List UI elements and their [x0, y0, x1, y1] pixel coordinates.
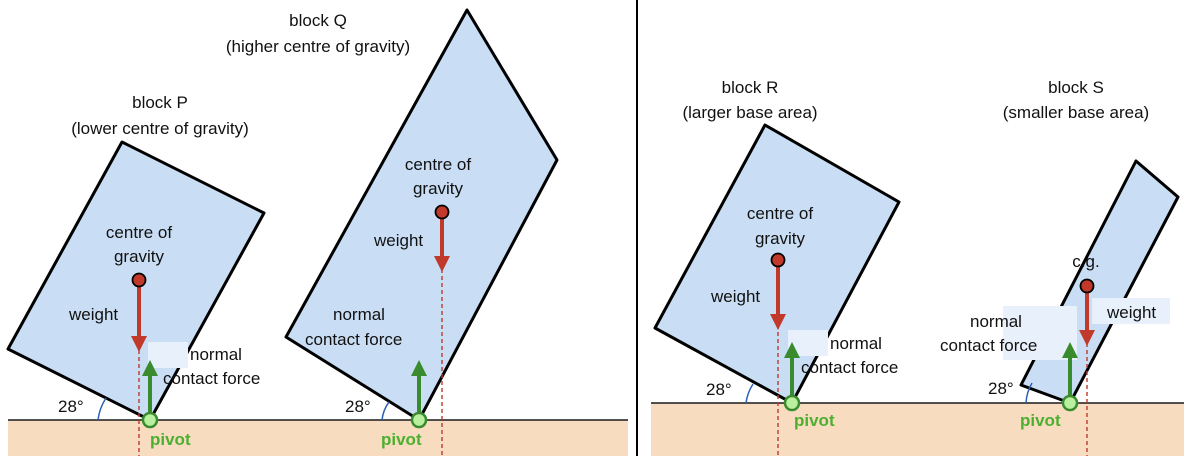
block-q-cg-dot [434, 204, 450, 220]
block-s: 28° pivot block S (smaller base area) c.… [940, 78, 1180, 456]
block-p-pivot-label: pivot [150, 430, 191, 449]
block-p-weight-label: weight [68, 305, 118, 324]
block-r-normal-arrowhead [784, 342, 800, 358]
block-p-cg-dot [131, 272, 147, 288]
block-q-angle-arc [381, 401, 390, 421]
block-r-title: block R [722, 78, 779, 97]
block-q-normal-arrowhead [411, 360, 427, 376]
block-s-normal-box [1003, 306, 1077, 360]
block-q-pivot-dot [410, 411, 428, 429]
block-s-title: block S [1048, 78, 1104, 97]
block-s-normal-arrowhead [1062, 342, 1078, 358]
block-q-subtitle: (higher centre of gravity) [226, 37, 410, 56]
block-r-angle-label: 28° [706, 380, 732, 399]
block-r-weight-label: weight [710, 287, 760, 306]
block-s-normal-label-line2: contact force [940, 336, 1037, 355]
block-s-subtitle: (smaller base area) [1003, 103, 1149, 122]
block-q-angle-label: 28° [345, 397, 371, 416]
block-q-weight-label: weight [373, 231, 423, 250]
block-s-pivot-dot [1061, 394, 1079, 412]
block-p: 28° pivot block P (lower centre of gravi… [6, 93, 266, 456]
block-s-cg-dot [1079, 278, 1095, 294]
block-s-angle-arc [1025, 382, 1033, 404]
block-p-normal-box [148, 342, 188, 368]
block-q-title: block Q [289, 11, 347, 30]
block-s-weight-arrowhead [1079, 330, 1095, 346]
block-r-cg-label-line2: gravity [755, 229, 806, 248]
ground-left [8, 420, 628, 456]
ground-right [651, 403, 1184, 456]
block-p-weight-arrowhead [131, 336, 147, 352]
block-q-body [284, 8, 559, 422]
block-p-title: block P [132, 93, 188, 112]
block-p-subtitle: (lower centre of gravity) [71, 119, 249, 138]
block-p-angle-arc [97, 397, 107, 421]
block-r-angle-arc [745, 383, 754, 404]
block-r-subtitle: (larger base area) [682, 103, 817, 122]
block-r-normal-label-line2: contact force [801, 358, 898, 377]
block-p-normal-arrowhead [142, 360, 158, 376]
block-r-pivot-dot [783, 394, 801, 412]
block-q-normal-label-line2: contact force [305, 330, 402, 349]
block-s-pivot-label: pivot [1020, 411, 1061, 430]
block-q-normal-label-line1: normal [333, 305, 385, 324]
block-s-angle-label: 28° [988, 379, 1014, 398]
block-s-cg-label: c.g. [1072, 252, 1099, 271]
block-r-pivot-label: pivot [794, 411, 835, 430]
block-s-body [1019, 159, 1180, 405]
block-r-normal-label-line1: normal [830, 334, 882, 353]
block-q: 28° pivot block Q (higher centre of grav… [226, 8, 559, 456]
block-r-cg-label-line1: centre of [747, 204, 813, 223]
block-q-cg-label-line2: gravity [413, 179, 464, 198]
block-p-normal-label-line2: contact force [163, 369, 260, 388]
block-p-normal-label-line1: normal [190, 345, 242, 364]
block-q-weight-arrowhead [434, 256, 450, 272]
block-p-pivot-dot [141, 411, 159, 429]
left-panel: 28° pivot block P (lower centre of gravi… [6, 8, 628, 456]
block-s-weight-box [1092, 298, 1170, 324]
block-s-normal-label-line1: normal [970, 312, 1022, 331]
block-r-cg-dot [770, 252, 786, 268]
block-r-weight-arrowhead [770, 314, 786, 330]
right-panel: 28° pivot block R (larger base area) cen… [651, 78, 1184, 456]
block-s-weight-label: weight [1106, 303, 1156, 322]
block-q-cg-label-line1: centre of [405, 155, 471, 174]
block-p-cg-label-line2: gravity [114, 247, 165, 266]
block-r: 28° pivot block R (larger base area) cen… [653, 78, 901, 456]
block-p-cg-label-line1: centre of [106, 223, 172, 242]
block-p-angle-label: 28° [58, 397, 84, 416]
block-q-pivot-label: pivot [381, 430, 422, 449]
